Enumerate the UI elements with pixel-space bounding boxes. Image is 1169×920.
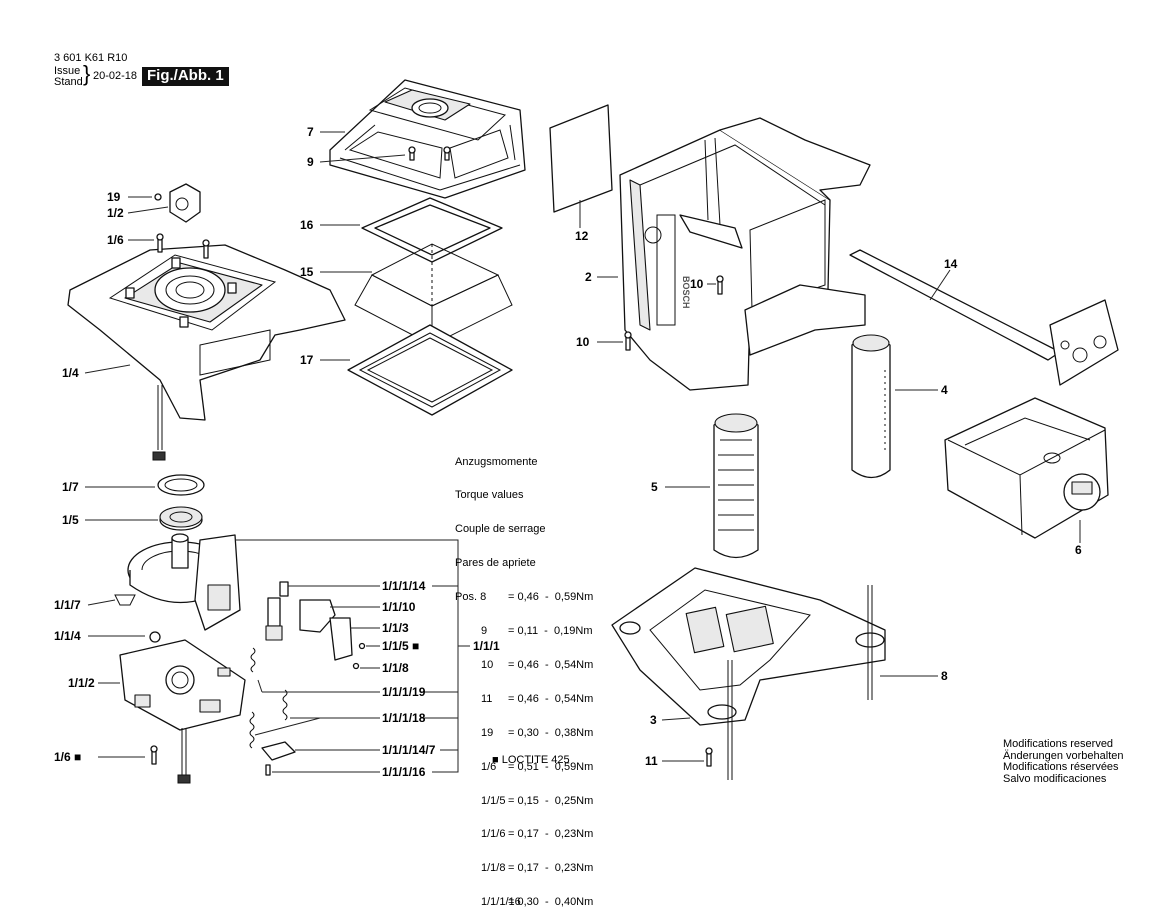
callout-1-1-8: 1/1/8 bbox=[382, 661, 409, 675]
callout-1-2: 1/2 bbox=[107, 206, 124, 220]
torque-heading-en: Torque values bbox=[455, 489, 524, 502]
part-number: 3 601 K61 R10 bbox=[54, 52, 128, 64]
torque-heading-es: Pares de apriete bbox=[455, 557, 536, 570]
knob-part bbox=[154, 183, 201, 223]
brace-glyph: } bbox=[83, 61, 91, 86]
callout-5: 5 bbox=[651, 480, 658, 494]
callout-1-1-1-16: 1/1/1/16 bbox=[382, 765, 426, 779]
glass-frame-part bbox=[361, 197, 503, 263]
torque-row: 10= 0,46 - 0,54Nm bbox=[481, 658, 594, 671]
callout-16: 16 bbox=[300, 218, 314, 232]
seal-ring-part bbox=[157, 474, 205, 496]
callout-7: 7 bbox=[307, 125, 314, 139]
battery-pack-part bbox=[851, 334, 891, 479]
torque-heading-fr: Couple de serrage bbox=[455, 523, 546, 536]
label-sheet-part bbox=[549, 104, 613, 213]
torque-row: 9= 0,11 - 0,19Nm bbox=[481, 625, 593, 638]
issue-date: 20-02-18 bbox=[93, 70, 138, 82]
circuit-board-part bbox=[119, 631, 246, 784]
callout-1-1-3: 1/1/3 bbox=[382, 621, 409, 635]
callout-9: 9 bbox=[307, 155, 314, 169]
callout-3: 3 bbox=[650, 713, 657, 727]
callout-4: 4 bbox=[941, 383, 948, 397]
callout-1-5: 1/5 bbox=[62, 513, 79, 527]
callout-8: 8 bbox=[941, 669, 948, 683]
issue-label: Issue bbox=[54, 65, 81, 77]
callout-1-6-loctite: 1/6 ■ bbox=[54, 750, 82, 764]
torque-row: 1/1/8= 0,17 - 0,23Nm bbox=[481, 862, 594, 875]
battery-cells-part bbox=[713, 413, 759, 559]
stand-label: Stand bbox=[54, 76, 83, 88]
callout-15: 15 bbox=[300, 265, 314, 279]
small-parts-part bbox=[249, 581, 366, 776]
callout-19: 19 bbox=[107, 190, 121, 204]
callout-6: 6 bbox=[1075, 543, 1082, 557]
exploded-view-drawing bbox=[67, 79, 1119, 784]
callout-10-upper: 10 bbox=[690, 277, 704, 291]
base-screws-part bbox=[156, 233, 210, 259]
board-screw-part bbox=[150, 745, 158, 765]
torque-row: 1/1/6= 0,17 - 0,23Nm bbox=[481, 828, 594, 841]
torque-row: 1/1/1/16= 0,30 - 0,40Nm bbox=[481, 896, 594, 909]
callout-14: 14 bbox=[944, 257, 958, 271]
modifications-note: Modifications reserved Änderungen vorbeh… bbox=[1003, 738, 1124, 785]
modifications-de: Änderungen vorbehalten bbox=[1003, 749, 1124, 762]
callout-1-1-10: 1/1/10 bbox=[382, 600, 416, 614]
callout-1-1-1-14-7: 1/1/1/14/7 bbox=[382, 743, 436, 757]
torque-row: Pos. 8= 0,46 - 0,59Nm bbox=[455, 591, 594, 604]
callout-1-7: 1/7 bbox=[62, 480, 79, 494]
callout-1-1-1: 1/1/1 bbox=[473, 639, 500, 653]
cap-screws-part bbox=[408, 146, 451, 161]
base-plate-part bbox=[67, 244, 346, 461]
bottom-plate-part bbox=[611, 567, 886, 780]
callout-17: 17 bbox=[300, 353, 314, 367]
modifications-en: Modifications reserved bbox=[1003, 738, 1114, 750]
loctite-note: ■ LOCTITE 425 bbox=[492, 754, 570, 766]
torque-row: 11= 0,46 - 0,54Nm bbox=[481, 692, 594, 705]
bottom-screw-part bbox=[705, 747, 713, 767]
callout-12: 12 bbox=[575, 229, 589, 243]
callout-11: 11 bbox=[645, 754, 658, 768]
figure-badge: Fig./Abb. 1 bbox=[142, 67, 229, 86]
callout-1-1-7: 1/1/7 bbox=[54, 598, 81, 612]
modifications-es: Salvo modificaciones bbox=[1003, 772, 1107, 785]
bearing-ring-part bbox=[159, 506, 203, 531]
leader-lines bbox=[84, 131, 1081, 773]
torque-row: 1/1/5= 0,15 - 0,25Nm bbox=[481, 794, 594, 807]
callout-1-1-1-14: 1/1/1/14 bbox=[382, 579, 426, 593]
modifications-fr: Modifications réservées bbox=[1003, 761, 1119, 773]
callout-1-4: 1/4 bbox=[62, 366, 79, 380]
torque-table: Anzugsmomente Torque values Couple de se… bbox=[455, 434, 593, 920]
battery-compartment-part bbox=[944, 397, 1109, 539]
rotor-assembly-part bbox=[114, 533, 241, 631]
nameplate-part bbox=[1049, 299, 1119, 386]
top-cap-part bbox=[329, 79, 526, 199]
housing-part bbox=[619, 117, 871, 391]
callout-1-1-2: 1/1/2 bbox=[68, 676, 95, 690]
housing-screws-part bbox=[624, 275, 724, 351]
callout-1-6: 1/6 bbox=[107, 233, 124, 247]
torque-heading-de: Anzugsmomente bbox=[455, 455, 538, 468]
torque-row: 1/6= 0,51 - 0,59Nm bbox=[481, 760, 594, 773]
bosch-logo: BOSCH bbox=[631, 276, 691, 309]
callout-1-1-1-18: 1/1/1/18 bbox=[382, 711, 426, 725]
callout-1-1-4: 1/1/4 bbox=[54, 629, 81, 643]
callout-10-lower: 10 bbox=[576, 335, 590, 349]
callout-1-1-1-19: 1/1/1/19 bbox=[382, 685, 426, 699]
callout-2: 2 bbox=[585, 270, 592, 284]
window-frame-part bbox=[347, 324, 513, 416]
callout-1-1-5-loctite: 1/1/5 ■ bbox=[382, 639, 420, 653]
torque-row: 19= 0,30 - 0,38Nm bbox=[481, 726, 594, 739]
